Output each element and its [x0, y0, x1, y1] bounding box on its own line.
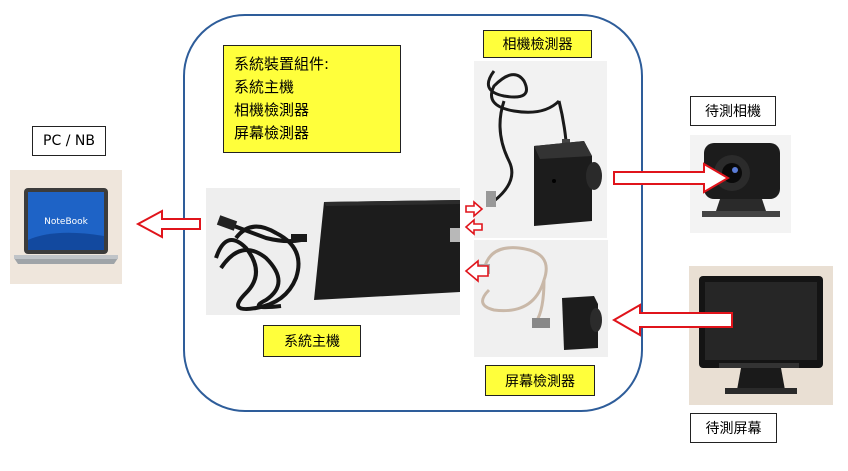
screen-detector-image: [474, 240, 608, 357]
screen-under-test-label: 待測屏幕: [690, 413, 777, 443]
screen-detector-label: 屏幕檢測器: [485, 365, 595, 396]
component-screen-detector: 屏幕檢測器: [234, 124, 310, 142]
host-label: 系統主機: [263, 325, 361, 357]
system-boundary: [183, 14, 643, 412]
component-camera-detector: 相機檢測器: [234, 101, 310, 119]
camera-under-test-image: [690, 135, 791, 233]
components-legend: 系統裝置組件: 系統主機 相機檢測器 屏幕檢測器: [223, 45, 401, 153]
pc-label: PC / NB: [32, 126, 106, 156]
camera-detector-label: 相機檢測器: [483, 30, 592, 58]
screen-under-test-image: [689, 266, 833, 405]
host-image: [206, 188, 460, 315]
components-heading: 系統裝置組件:: [234, 55, 330, 73]
arrow-host-camera-detector: [464, 200, 484, 236]
notebook-image: NoteBook: [10, 170, 122, 284]
arrow-screen-to-detector: [611, 303, 733, 337]
arrow-host-to-pc: [135, 209, 201, 239]
component-host: 系統主機: [234, 78, 295, 96]
notebook-screen-text: NoteBook: [44, 217, 88, 227]
arrow-detector-to-camera: [613, 162, 730, 194]
camera-detector-image: [474, 61, 607, 238]
arrow-screen-detector-to-host: [464, 259, 489, 283]
camera-under-test-label: 待測相機: [690, 96, 776, 126]
